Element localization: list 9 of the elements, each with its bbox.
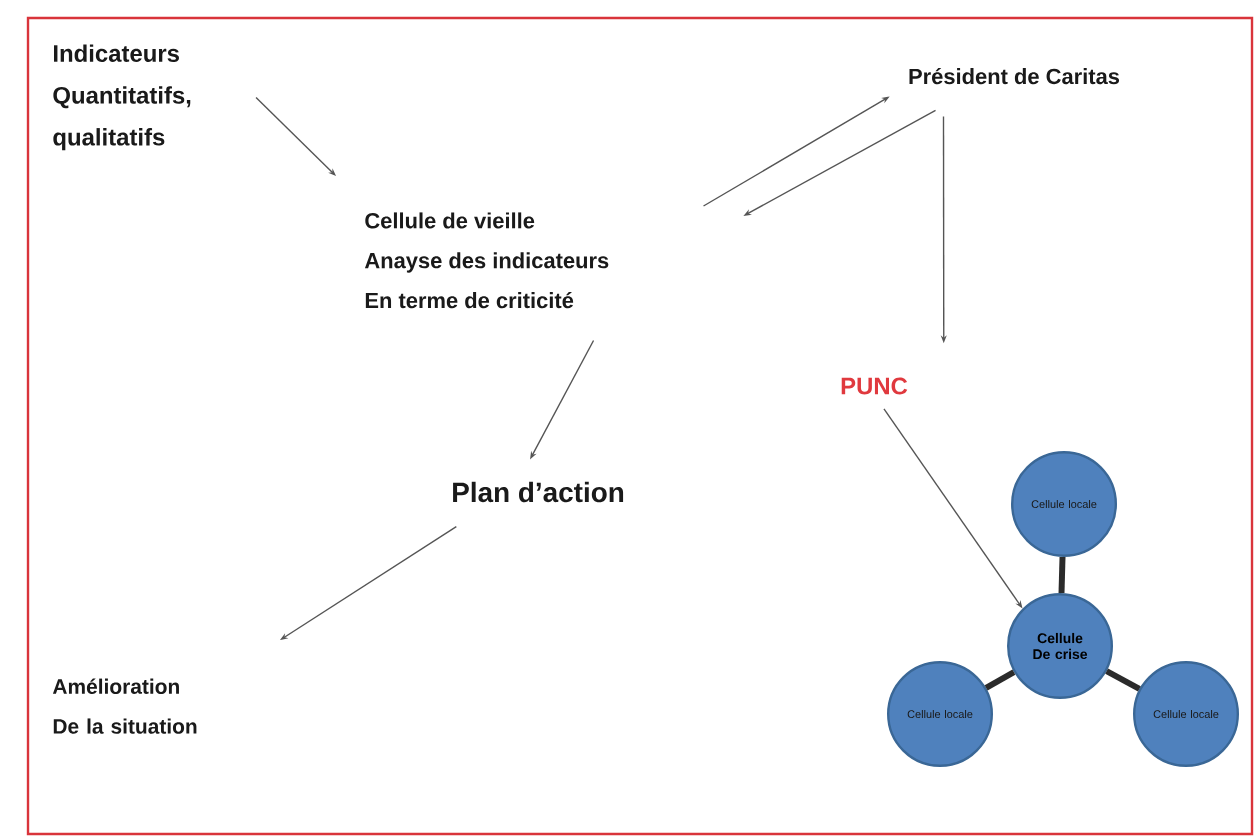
label-text: Cellule de vieille Anayse des indicateurs En terme de criticité bbox=[364, 212, 609, 309]
connector-line bbox=[1058, 556, 1066, 594]
label-text: PUNC bbox=[841, 377, 908, 395]
connector-line bbox=[1105, 668, 1141, 692]
label-text: Président de Caritas bbox=[909, 67, 1120, 85]
connector-line bbox=[984, 669, 1016, 691]
label-text: Amélioration De la situation bbox=[52, 678, 197, 734]
label-text: Indicateurs Quantitatifs, qualitatifs bbox=[53, 44, 191, 151]
label-text: Plan d’action bbox=[453, 481, 624, 503]
